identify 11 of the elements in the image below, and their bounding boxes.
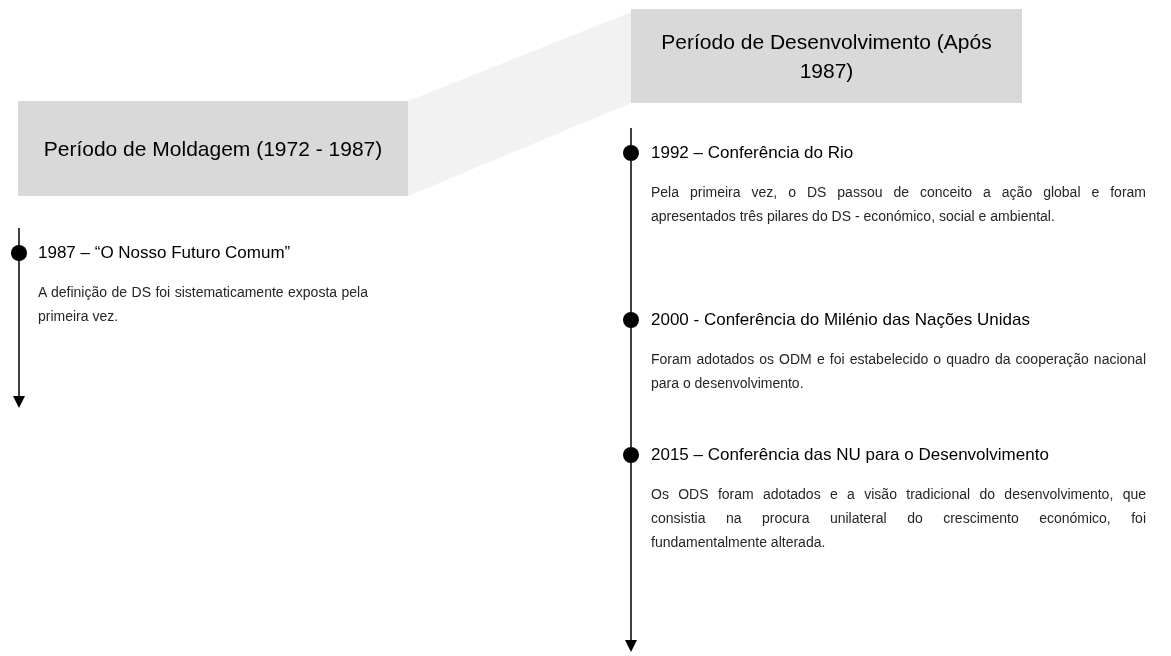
period-header: Período de Desenvolvimento (Após 1987) <box>631 9 1022 103</box>
event-heading: 1992 – Conferência do Rio <box>651 142 854 164</box>
period-header: Período de Moldagem (1972 - 1987) <box>18 101 408 196</box>
event-description: Os ODS foram adotados e a visão tradicional do desenvolvimento, que consistia na procura unilateral do crescimento económico, foi fundamentalmente alterada. <box>651 485 1146 552</box>
event-description: Foram adotados os ODM e foi estabelecido o quadro da cooperação nacional para o desenvolvimento. <box>651 350 1146 393</box>
event-heading: 2015 – Conferência das NU para o Desenvolvimento <box>651 444 1049 466</box>
event-heading: 2000 - Conferência do Milénio das Nações Unidas <box>651 309 1030 331</box>
event-heading: 1987 – “O Nosso Futuro Comum” <box>38 242 291 264</box>
connector-band <box>408 12 631 196</box>
event-description: A definição de DS foi sistematicamente exposta pela primeira vez. <box>38 283 368 326</box>
event-description: Pela primeira vez, o DS passou de conceito a ação global e foram apresentados três pilares do DS - económico, social e ambiental. <box>651 183 1146 226</box>
